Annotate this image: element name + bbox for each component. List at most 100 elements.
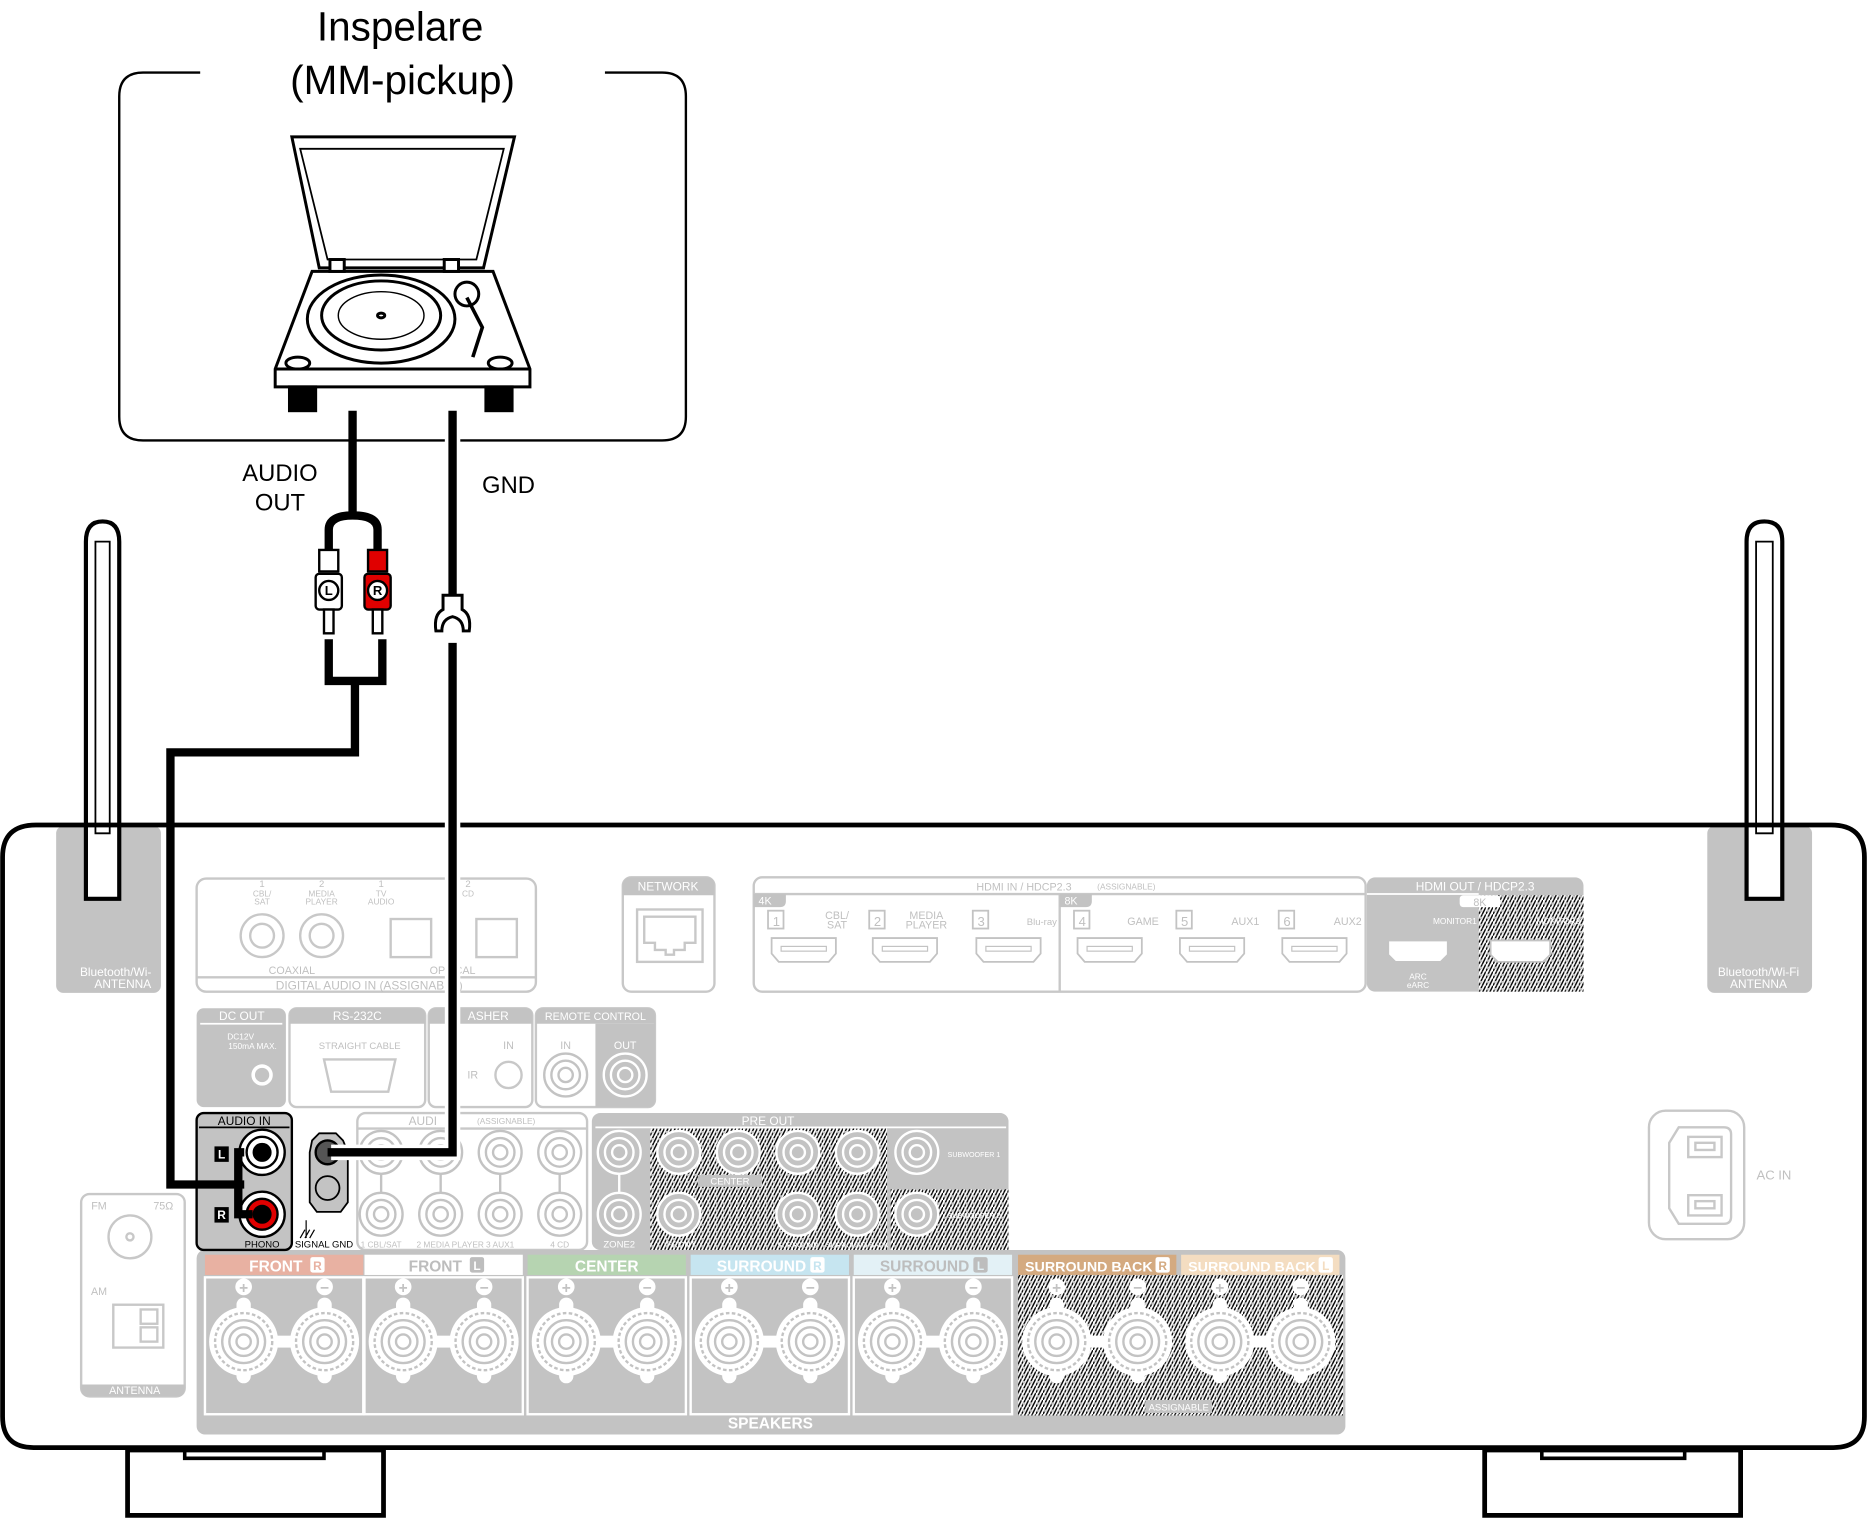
- plug-l-label: L: [325, 583, 333, 598]
- speaker-terminal-negative[interactable]: −: [1103, 1278, 1173, 1384]
- speaker-terminal-negative[interactable]: −: [449, 1278, 519, 1384]
- audio-input-label: 4 CD: [550, 1240, 569, 1250]
- device-title: Inspelare: [317, 3, 483, 49]
- audio-in-jack-l[interactable]: [477, 1129, 523, 1175]
- speaker-channel-label: SURROUND BACK: [1025, 1259, 1153, 1275]
- audio-in-jack-r[interactable]: [418, 1191, 464, 1237]
- remote-out-jack[interactable]: [602, 1052, 648, 1098]
- fm-ohm-label: 75Ω: [153, 1200, 173, 1212]
- rs232c-panel: RS-232C STRAIGHT CABLE: [288, 1007, 427, 1109]
- hdmi-out-8k-tag: 8K: [1473, 897, 1487, 909]
- remote-control-panel: REMOTE CONTROL IN OUT: [534, 1007, 657, 1109]
- speaker-terminal-positive[interactable]: +: [368, 1278, 438, 1384]
- speaker-terminal-positive[interactable]: +: [1022, 1278, 1092, 1384]
- pre-out-jack[interactable]: [596, 1191, 642, 1237]
- hdmi-in-port-3[interactable]: [975, 937, 1042, 963]
- audio-input-label: 2 MEDIA PLAYER: [416, 1240, 483, 1250]
- hdmi-port-number: 5: [1181, 914, 1188, 929]
- digital-input-label: PLAYER: [305, 897, 337, 907]
- speaker-side-label: R: [813, 1259, 822, 1273]
- zone2-label: ZONE2: [603, 1240, 635, 1251]
- digital-input-label: AUDIO: [368, 897, 395, 907]
- network-label: NETWORK: [638, 879, 699, 893]
- remote-in-jack[interactable]: [543, 1052, 589, 1098]
- speaker-terminal-positive[interactable]: +: [857, 1278, 927, 1384]
- speaker-terminal-positive[interactable]: +: [209, 1278, 279, 1384]
- ac-in-label: AC IN: [1757, 1168, 1792, 1183]
- hdmi-in-title: HDMI IN / HDCP2.3: [976, 881, 1071, 893]
- pre-out-jack[interactable]: [775, 1191, 821, 1237]
- phono-r-label: R: [217, 1208, 226, 1222]
- pre-out-jack[interactable]: [894, 1191, 940, 1237]
- speakers-assignable-label: ASSIGNABLE: [1149, 1403, 1209, 1414]
- pre-out-jack[interactable]: [834, 1129, 880, 1175]
- rs232c-note: STRAIGHT CABLE: [319, 1041, 401, 1052]
- speaker-terminal-positive[interactable]: +: [531, 1278, 601, 1384]
- phono-label: PHONO: [245, 1240, 280, 1251]
- pre-out-jack[interactable]: [775, 1129, 821, 1175]
- speaker-terminal-positive[interactable]: +: [1185, 1278, 1255, 1384]
- speaker-terminal-negative[interactable]: −: [290, 1278, 360, 1384]
- digital-input-label: TV: [376, 888, 387, 898]
- rs232c-port[interactable]: [322, 1058, 397, 1093]
- speaker-channel-label: FRONT: [249, 1258, 303, 1275]
- gnd-label: GND: [482, 472, 535, 499]
- hdmi-out-monitor2-port[interactable]: [1489, 939, 1552, 963]
- speaker-terminal-negative[interactable]: −: [938, 1278, 1008, 1384]
- pre-out-jack[interactable]: [656, 1191, 702, 1237]
- pre-out-jack[interactable]: [894, 1129, 940, 1175]
- svg-text:−: −: [806, 1280, 815, 1297]
- speaker-channel-label: SURROUND: [717, 1258, 806, 1275]
- pre-out-surround-back-label: SURROUND BACK: [826, 1242, 889, 1250]
- speaker-channel-header: [1018, 1254, 1177, 1275]
- bt-antenna-label: Bluetooth/Wi-: [80, 965, 151, 979]
- svg-text:−: −: [1296, 1280, 1305, 1297]
- remote-out-label: OUT: [614, 1040, 637, 1052]
- svg-text:−: −: [480, 1280, 489, 1297]
- hdmi-in-assignable: (ASSIGNABLE): [1097, 881, 1156, 891]
- audio-in-jack-l[interactable]: [537, 1129, 583, 1175]
- speaker-channel-header: [690, 1254, 849, 1275]
- digital-input-label: 2: [319, 879, 324, 890]
- hdmi-in-port-2[interactable]: [871, 937, 938, 963]
- digital-input-label: 1: [259, 879, 264, 890]
- flasher-jack[interactable]: [494, 1060, 523, 1090]
- speaker-channel-header: [527, 1254, 686, 1275]
- optical-jack-1[interactable]: [389, 917, 433, 959]
- antenna-title: ANTENNA: [109, 1385, 161, 1397]
- hdmi-out-panel: HDMI OUT / HDCP2.3 8K MONITOR1 MONITOR2 …: [1366, 877, 1584, 992]
- hdmi-out-monitor1-port[interactable]: [1387, 939, 1449, 963]
- digital-input-label: 2: [465, 879, 470, 890]
- hdmi-in-port-1[interactable]: [770, 937, 837, 963]
- flasher-panel: ASHER IN IR: [427, 1007, 534, 1109]
- audio-in-jack-r[interactable]: [477, 1191, 523, 1237]
- audio-in-jack-r[interactable]: [537, 1191, 583, 1237]
- pre-out-jack[interactable]: [834, 1191, 880, 1237]
- speaker-terminal-negative[interactable]: −: [775, 1278, 845, 1384]
- digital-input-label: CD: [462, 888, 474, 898]
- digital-input-label: SAT: [254, 897, 270, 907]
- audio-in-jack-r[interactable]: [358, 1191, 404, 1237]
- hdmi-in-port-6[interactable]: [1281, 937, 1348, 963]
- rs232c-title: RS-232C: [333, 1009, 382, 1023]
- speaker-channel-label: FRONT: [409, 1258, 463, 1275]
- hdmi-in-port-4[interactable]: [1076, 937, 1143, 963]
- optical-jack-2[interactable]: [475, 917, 519, 959]
- speaker-terminal-negative[interactable]: −: [612, 1278, 682, 1384]
- arc-label: ARC: [1409, 972, 1427, 982]
- pre-out-front-label: FRONT: [667, 1240, 696, 1250]
- hdmi-in-port-5[interactable]: [1179, 937, 1246, 963]
- device-subtitle: (MM-pickup): [290, 57, 515, 103]
- hdmi-port-label: GAME: [1127, 916, 1159, 928]
- bt-antenna-label: Bluetooth/Wi-Fi: [1718, 965, 1799, 979]
- pre-out-jack[interactable]: [596, 1129, 642, 1175]
- hdmi-port-number: 2: [874, 914, 881, 929]
- speaker-terminal-positive[interactable]: +: [694, 1278, 764, 1384]
- digital-input-label: MEDIA: [308, 888, 335, 898]
- receiver-body: [0, 822, 1867, 1518]
- network-panel: NETWORK: [621, 876, 716, 993]
- pre-out-jack[interactable]: [715, 1129, 761, 1175]
- speaker-terminal-negative[interactable]: −: [1266, 1278, 1336, 1384]
- pre-out-jack[interactable]: [656, 1129, 702, 1175]
- remote-in-label: IN: [560, 1040, 571, 1052]
